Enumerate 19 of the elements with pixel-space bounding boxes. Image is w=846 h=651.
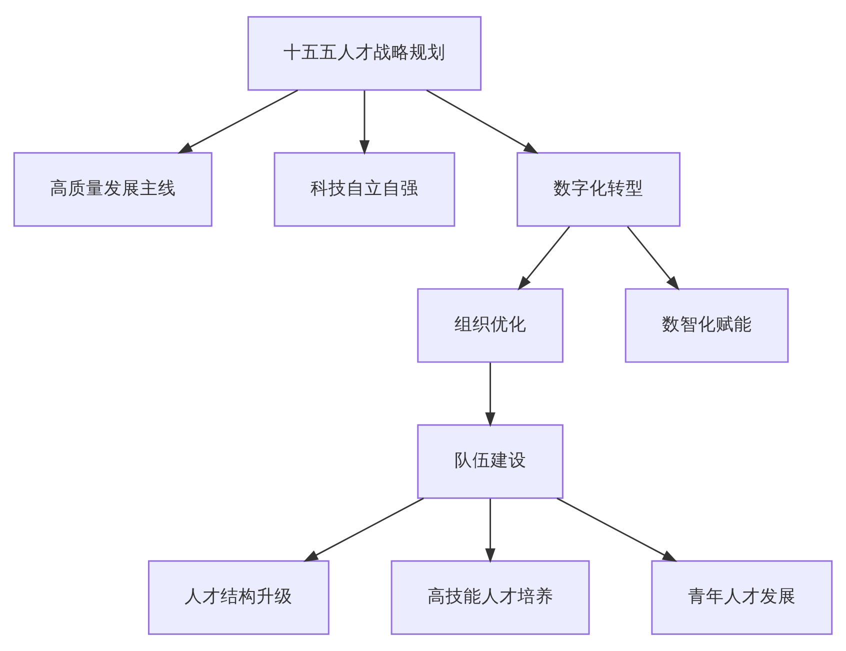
node-box: 科技自立自强 (274, 152, 456, 227)
arrow (626, 226, 680, 290)
node-box: 人才结构升级 (148, 560, 330, 635)
node-box: 青年人才发展 (651, 560, 833, 635)
arrow (556, 498, 678, 562)
arrow (303, 498, 424, 562)
arrow (485, 362, 496, 427)
arrow (426, 90, 538, 154)
arrow (518, 226, 570, 290)
node-box: 高技能人才培养 (390, 560, 590, 635)
node-box: 数智化赋能 (624, 288, 789, 363)
arrow (178, 90, 298, 154)
node-box: 十五五人才战略规划 (247, 16, 482, 91)
arrow (485, 498, 496, 564)
node-box: 组织优化 (417, 288, 564, 363)
node-box: 高质量发展主线 (13, 152, 212, 227)
node-box: 队伍建设 (417, 424, 564, 499)
node-box: 数字化转型 (516, 152, 680, 227)
arrow (359, 90, 370, 155)
